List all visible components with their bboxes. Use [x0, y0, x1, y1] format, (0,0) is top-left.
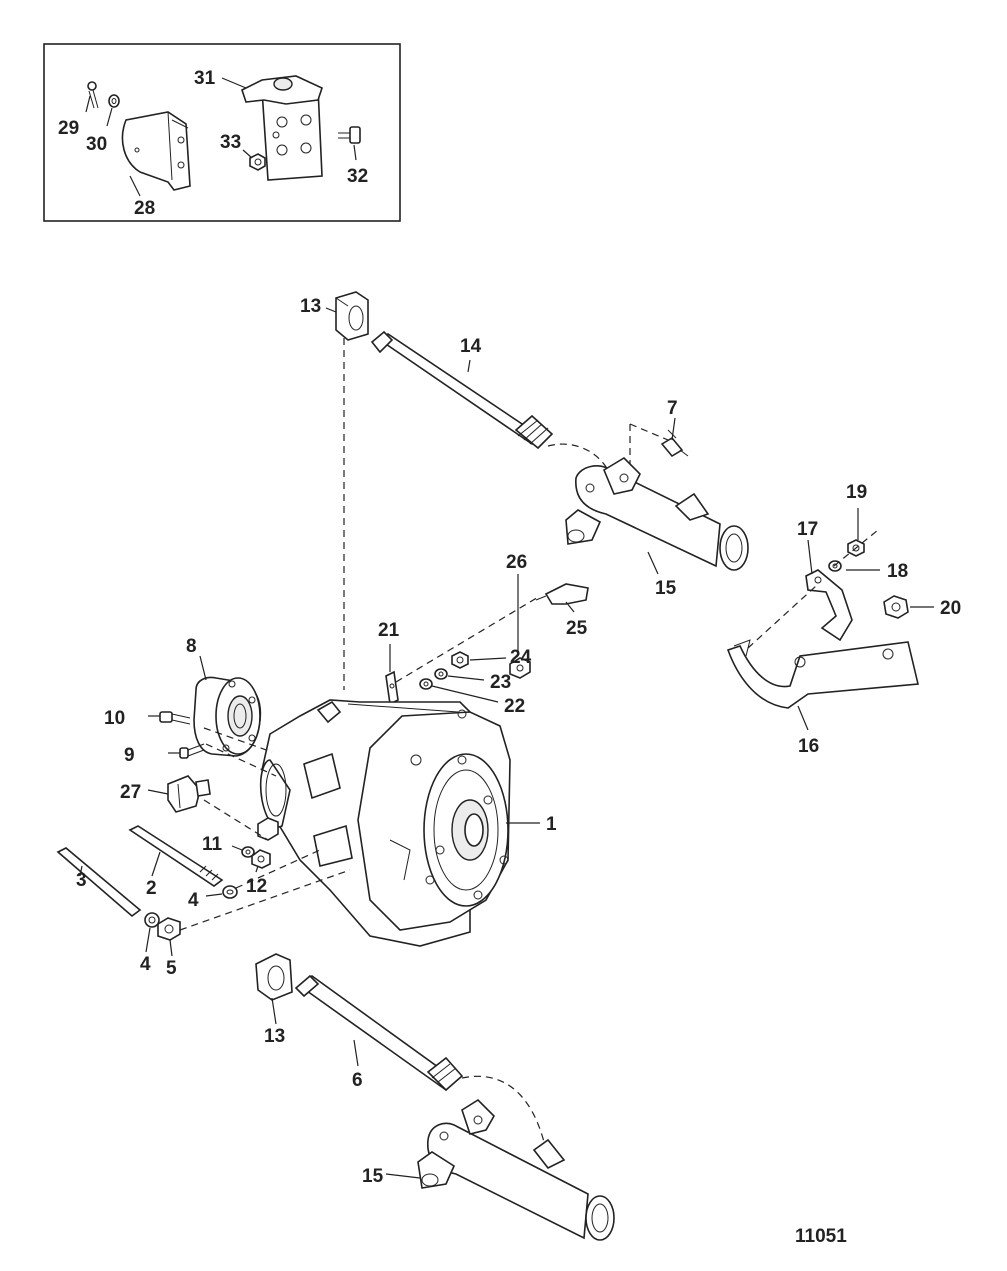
part-3-stud [56, 847, 142, 918]
callout-13-lower: 13 [264, 1026, 285, 1047]
callout-21: 21 [378, 620, 400, 641]
part-9-bolt [179, 743, 205, 759]
callout-2: 2 [146, 878, 157, 899]
callout-23: 23 [490, 672, 511, 693]
callout-22: 22 [504, 696, 525, 717]
callout-32: 32 [347, 166, 368, 187]
part-28-bracket [121, 111, 191, 191]
figure-number: 11051 [795, 1226, 847, 1247]
part-8-flange [193, 676, 262, 757]
part-16-bracket [726, 639, 919, 709]
part-12-nut [251, 849, 271, 869]
callout-15-lower: 15 [362, 1166, 384, 1187]
part-5-nut [157, 917, 181, 941]
callout-5: 5 [166, 958, 177, 979]
part-29-screw [87, 81, 99, 109]
callout-12: 12 [246, 876, 267, 897]
callout-16: 16 [798, 736, 819, 757]
part-17-clip [805, 569, 853, 642]
callout-17: 17 [797, 519, 818, 540]
callout-24: 24 [510, 647, 532, 668]
part-20-nut [883, 595, 909, 619]
part-7-fitting [660, 429, 689, 458]
callout-6: 6 [352, 1070, 363, 1091]
callout-1: 1 [546, 814, 557, 835]
callout-25: 25 [566, 618, 588, 639]
part-22-washer [419, 678, 433, 690]
callout-11: 11 [202, 834, 223, 855]
part-4-washer-upper [222, 885, 238, 899]
part-25-fitting [535, 583, 589, 605]
callout-14: 14 [460, 336, 482, 357]
callout-19: 19 [846, 482, 867, 503]
callout-9: 9 [124, 745, 135, 766]
part-15-manifold-upper [565, 456, 749, 571]
part-33-nut [249, 153, 266, 171]
callout-30: 30 [86, 134, 107, 155]
part-26-nut [509, 657, 531, 679]
part-10-bolt [159, 711, 191, 725]
part-11-washer [241, 846, 255, 858]
callout-4-upper: 4 [188, 890, 199, 911]
part-30-washer [108, 94, 120, 108]
part-13-elbow-upper [335, 291, 369, 341]
part-32-bolt [338, 126, 361, 144]
callout-26: 26 [506, 552, 527, 573]
part-24-nut [451, 651, 469, 669]
part-27-sensor [167, 775, 211, 813]
inset-detail-box: 29 30 28 31 32 33 [43, 43, 401, 222]
callout-13-upper: 13 [300, 296, 321, 317]
part-13-elbow-lower [255, 953, 293, 1001]
part-15-manifold-lower [417, 1098, 615, 1241]
callout-8: 8 [186, 636, 197, 657]
callout-7: 7 [667, 398, 678, 419]
callout-29: 29 [58, 118, 79, 139]
callout-31: 31 [194, 68, 216, 89]
callout-33: 33 [220, 132, 241, 153]
part-21-bracket [385, 670, 399, 706]
part-6-shaft [294, 974, 464, 1092]
callout-15-upper: 15 [655, 578, 677, 599]
part-4-washer-lower [144, 912, 160, 928]
part-14-shaft-upper [370, 330, 554, 450]
part-23-washer [434, 668, 448, 680]
callout-18: 18 [887, 561, 908, 582]
part-1-transmission-housing [257, 699, 511, 947]
part-31-bracket-plate [241, 75, 323, 181]
callout-20: 20 [940, 598, 961, 619]
callout-4-lower: 4 [140, 954, 151, 975]
callout-27: 27 [120, 782, 141, 803]
part-2-stud [128, 825, 224, 887]
callout-10: 10 [104, 708, 125, 729]
callout-3: 3 [76, 870, 87, 891]
callout-28: 28 [134, 198, 155, 219]
